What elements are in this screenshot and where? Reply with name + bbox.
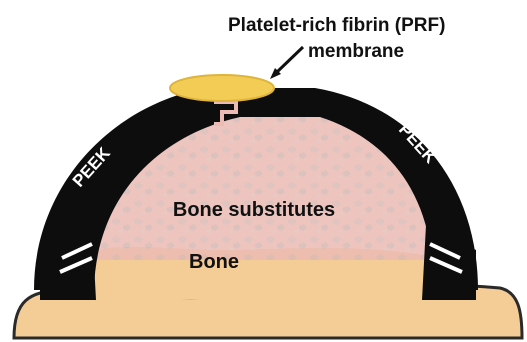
prf-label-line2: membrane [308, 41, 404, 62]
bone-label: Bone [189, 251, 239, 273]
arrow-down-left-icon [270, 47, 303, 79]
prf-membrane [170, 75, 274, 101]
prf-label-line1: Platelet-rich fibrin (PRF) [228, 15, 445, 36]
bone-substitutes-label: Bone substitutes [173, 199, 335, 221]
